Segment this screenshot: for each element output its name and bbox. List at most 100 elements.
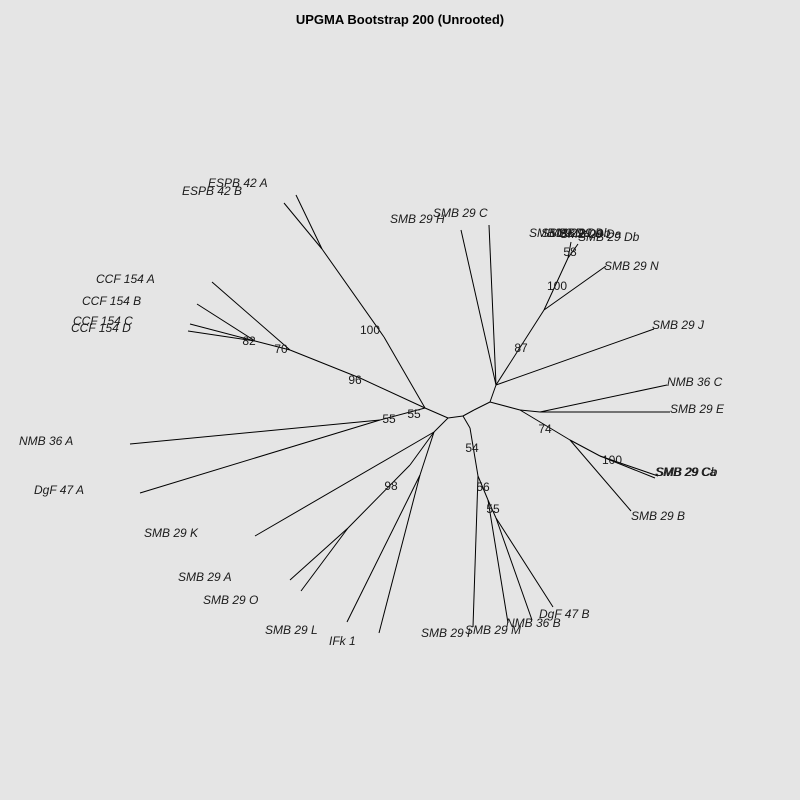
tip-label-smb-29-e: SMB 29 E bbox=[670, 402, 725, 416]
tree-branch bbox=[346, 474, 421, 623]
tree-branch bbox=[495, 309, 545, 386]
bootstrap-value: 58 bbox=[563, 245, 577, 259]
tip-label-ifk-1: IFk 1 bbox=[329, 634, 356, 648]
tree-branch bbox=[462, 409, 475, 417]
bootstrap-value: 96 bbox=[348, 373, 362, 387]
bootstrap-value: 74 bbox=[538, 422, 552, 436]
tip-label-nmb-36-b: NMB 36 B bbox=[506, 616, 561, 630]
tip-label-smb-29-h: SMB 29 H bbox=[390, 212, 445, 226]
tree-branch bbox=[567, 241, 572, 259]
tree-branch bbox=[495, 517, 554, 608]
tip-label-dgf-47-b: DgF 47 B bbox=[539, 607, 589, 621]
bootstrap-value: 100 bbox=[360, 323, 380, 337]
bootstrap-value: 98 bbox=[384, 479, 398, 493]
tip-label-overlap: SMB 29 Da bbox=[541, 226, 603, 240]
tip-label-smb-29-o: SMB 29 O bbox=[203, 593, 258, 607]
tree-branches bbox=[129, 194, 670, 634]
tip-label-smb-29-ca: SMB 29 Ca bbox=[655, 465, 717, 479]
bootstrap-value: 100 bbox=[602, 453, 622, 467]
tip-label-nmb-36-c: NMB 36 C bbox=[667, 375, 723, 389]
tip-label-smb-29-da: SMB 29 Da bbox=[529, 226, 591, 240]
tip-label-smb-29-a: SMB 29 A bbox=[178, 570, 232, 584]
bootstrap-value: 70 bbox=[274, 342, 288, 356]
tip-label-smb-29-k: SMB 29 K bbox=[144, 526, 199, 540]
tip-label-nmb-36-a: NMB 36 A bbox=[19, 434, 73, 448]
tip-label-ccf-154-c: CCF 154 C bbox=[73, 314, 133, 328]
tree-branch bbox=[489, 384, 497, 403]
tree-branch bbox=[477, 475, 489, 501]
tree-branch bbox=[139, 419, 381, 494]
tree-branch bbox=[347, 464, 411, 529]
tip-label-overlap: SMB 29 Da bbox=[560, 227, 622, 241]
tree-branch bbox=[295, 194, 323, 250]
tip-label-overlap: SMB 29 Db bbox=[549, 226, 611, 240]
tree-branch bbox=[379, 407, 426, 421]
tip-label-smb-29-c: SMB 29 C bbox=[433, 206, 488, 220]
tree-branch bbox=[289, 349, 361, 379]
tree-branch bbox=[321, 248, 385, 338]
tree-branch bbox=[187, 330, 256, 342]
tree-branch bbox=[424, 407, 449, 419]
tree-branch bbox=[378, 474, 421, 634]
tree-branch bbox=[129, 419, 381, 445]
tip-label-espb-42-a: ESPB 42 A bbox=[208, 176, 268, 190]
tree-branch bbox=[569, 439, 632, 512]
tip-label-dgf-47-a: DgF 47 A bbox=[34, 483, 84, 497]
tree-branch bbox=[519, 409, 541, 413]
tree-branch bbox=[487, 499, 509, 624]
tree-branch bbox=[495, 517, 533, 621]
tip-label-smb-29-j: SMB 29 J bbox=[652, 318, 705, 332]
tip-label-smb-29-l: SMB 29 L bbox=[265, 623, 318, 637]
bootstrap-value: 54 bbox=[465, 441, 479, 455]
tip-label-smb-29-b: SMB 29 B bbox=[631, 509, 685, 523]
bootstrap-value: 55 bbox=[486, 502, 500, 516]
tree-branch bbox=[487, 499, 497, 519]
tree-branch bbox=[569, 439, 601, 457]
tip-label-ccf-154-b: CCF 154 B bbox=[82, 294, 141, 308]
tree-branch bbox=[488, 224, 497, 386]
tree-branch bbox=[599, 455, 659, 477]
tree-branch bbox=[300, 527, 349, 592]
tree-branch bbox=[419, 431, 435, 476]
tree-branch bbox=[289, 527, 349, 581]
tip-label-smb-29-cb: SMB 29 Cb bbox=[656, 465, 718, 479]
tip-label-smb-29-m: SMB 29 M bbox=[465, 623, 521, 637]
tree-branch bbox=[196, 303, 256, 342]
tree-branch bbox=[283, 202, 323, 250]
bootstrap-value: 56 bbox=[476, 480, 490, 494]
tree-branch bbox=[460, 229, 497, 386]
tip-label-ccf-154-d: CCF 154 D bbox=[71, 321, 131, 335]
tip-label-espb-42-b: ESPB 42 B bbox=[182, 184, 242, 198]
bootstrap-value: 55 bbox=[407, 407, 421, 421]
tree-branch bbox=[462, 415, 471, 429]
bootstrap-value: 55 bbox=[382, 412, 396, 426]
tree-branch bbox=[409, 431, 435, 466]
tree-branch bbox=[472, 475, 479, 628]
tree-branch bbox=[211, 281, 291, 351]
tree-branch bbox=[519, 409, 571, 441]
chart-title: UPGMA Bootstrap 200 (Unrooted) bbox=[296, 12, 504, 27]
bootstrap-labels: 100 96 82 70 55 55 87 100 58 74 100 98 54 56 55 bbox=[242, 245, 622, 516]
bootstrap-value: 100 bbox=[547, 279, 567, 293]
tree-branch bbox=[254, 340, 291, 351]
tree-branch bbox=[189, 323, 256, 342]
tree-branch bbox=[567, 243, 579, 259]
tip-label-ccf-154-a: CCF 154 A bbox=[96, 272, 155, 286]
tree-branch bbox=[495, 328, 655, 386]
tree-branch bbox=[543, 265, 607, 311]
tree-branch bbox=[489, 401, 521, 411]
tip-label-smb-29-db: SMB 29 Db bbox=[578, 230, 640, 244]
bootstrap-value: 87 bbox=[514, 341, 528, 355]
tree-branch bbox=[383, 336, 426, 409]
tree-branch bbox=[254, 431, 435, 537]
tip-label-smb-29-i: SMB 29 I bbox=[421, 626, 471, 640]
tree-branch bbox=[543, 257, 569, 311]
tree-branch bbox=[359, 377, 426, 409]
tree-branch bbox=[473, 401, 491, 411]
tree-branch bbox=[433, 417, 449, 433]
tree-branch bbox=[447, 415, 464, 419]
bootstrap-value: 82 bbox=[242, 334, 256, 348]
